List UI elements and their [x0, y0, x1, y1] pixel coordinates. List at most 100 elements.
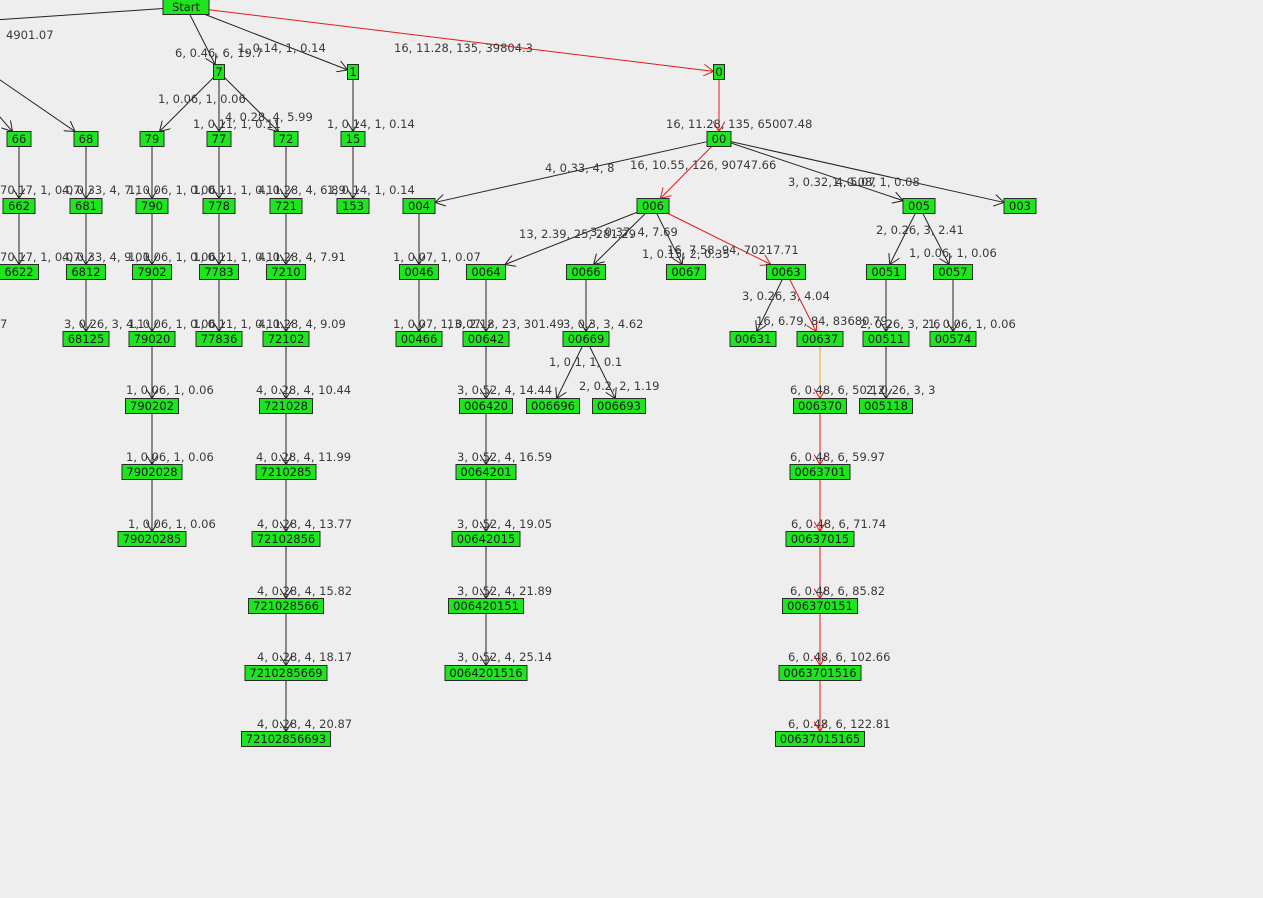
node-0063[interactable]: 0063 — [766, 264, 806, 280]
node-006696[interactable]: 006696 — [526, 398, 580, 414]
node-box — [862, 331, 910, 347]
node-721028[interactable]: 721028 — [259, 398, 313, 414]
node-72102856[interactable]: 72102856 — [251, 531, 321, 547]
node-0063701[interactable]: 0063701 — [789, 464, 851, 480]
node-00631[interactable]: 00631 — [729, 331, 777, 347]
edge-label: 2, 0.26, 3, 2.6 — [860, 317, 940, 331]
node-66[interactable]: 66 — [6, 131, 32, 147]
node-label: 77836 — [201, 332, 238, 346]
edge-label: 1, 0.06, 1, 0.06 — [128, 183, 216, 197]
node-0051[interactable]: 0051 — [866, 264, 906, 280]
node-7210285669[interactable]: 7210285669 — [244, 665, 328, 681]
edge-label: 6, 0.48, 6, 122.81 — [788, 717, 890, 731]
node-004[interactable]: 004 — [402, 198, 436, 214]
node-box — [1003, 198, 1037, 214]
node-box — [0, 264, 39, 280]
node-68[interactable]: 68 — [73, 131, 99, 147]
node-00637[interactable]: 00637 — [796, 331, 844, 347]
node-79020[interactable]: 79020 — [128, 331, 176, 347]
edge-label: 2, 0.26, 3, 2.41 — [876, 223, 964, 237]
node-0057[interactable]: 0057 — [933, 264, 973, 280]
node-box — [778, 665, 862, 681]
node-box — [766, 264, 806, 280]
node-681[interactable]: 681 — [69, 198, 103, 214]
node-79020285[interactable]: 79020285 — [117, 531, 187, 547]
node-006693[interactable]: 006693 — [592, 398, 646, 414]
node-00642015[interactable]: 00642015 — [451, 531, 521, 547]
node-0064201[interactable]: 0064201 — [455, 464, 517, 480]
node-box — [933, 264, 973, 280]
node-0[interactable]: 0 — [713, 64, 725, 80]
node-7783[interactable]: 7783 — [199, 264, 239, 280]
nodes-layer: Start 7 1 0 66 68 79 77 72 15 00 662 681 790 778 721 153… — [0, 0, 1037, 747]
node-6812[interactable]: 6812 — [66, 264, 106, 280]
edge-label: 1, 0.06, 1, 0.06 — [126, 383, 214, 397]
node-790202[interactable]: 790202 — [125, 398, 179, 414]
edge-label: 4, 0.28, 4, 18.17 — [257, 650, 352, 664]
edge-00-to-005 — [730, 142, 903, 201]
node-box — [562, 331, 610, 347]
node-72102856693[interactable]: 72102856693 — [241, 731, 331, 747]
node-7[interactable]: 7 — [213, 64, 225, 80]
node-15[interactable]: 15 — [340, 131, 366, 147]
node-72[interactable]: 72 — [273, 131, 299, 147]
node-721[interactable]: 721 — [269, 198, 303, 214]
node-00466[interactable]: 00466 — [395, 331, 443, 347]
node-0064[interactable]: 0064 — [466, 264, 506, 280]
edge-label: 2, 0.2, 2, 1.19 — [579, 379, 659, 393]
node-box — [162, 0, 210, 15]
node-006370[interactable]: 006370 — [793, 398, 847, 414]
node-label: 15 — [346, 132, 361, 146]
edge-label: 6, 0.48, 6, 71.74 — [791, 517, 886, 531]
node-0067[interactable]: 0067 — [666, 264, 706, 280]
node-006420151[interactable]: 006420151 — [448, 598, 524, 614]
node-00637015[interactable]: 00637015 — [785, 531, 855, 547]
node-00637015165[interactable]: 00637015165 — [775, 731, 865, 747]
node-label: 0066 — [571, 265, 600, 279]
node-0063701516[interactable]: 0063701516 — [778, 665, 862, 681]
node-00642[interactable]: 00642 — [462, 331, 510, 347]
edge-005-to-0057 — [922, 213, 949, 265]
node-start[interactable]: Start — [162, 0, 210, 15]
node-00[interactable]: 00 — [706, 131, 732, 147]
node-790[interactable]: 790 — [135, 198, 169, 214]
node-005118[interactable]: 005118 — [859, 398, 913, 414]
node-label: 0064 — [471, 265, 500, 279]
edge-006-to-0064 — [505, 211, 638, 264]
node-006370151[interactable]: 006370151 — [782, 598, 858, 614]
node-662[interactable]: 662 — [2, 198, 36, 214]
node-7902028[interactable]: 7902028 — [121, 464, 183, 480]
node-box — [793, 398, 847, 414]
node-006420[interactable]: 006420 — [459, 398, 513, 414]
node-7902[interactable]: 7902 — [132, 264, 172, 280]
node-label: 79020285 — [123, 532, 182, 546]
node-72102[interactable]: 72102 — [262, 331, 310, 347]
node-0066[interactable]: 0066 — [566, 264, 606, 280]
node-0046[interactable]: 0046 — [399, 264, 439, 280]
node-006[interactable]: 006 — [636, 198, 670, 214]
node-1[interactable]: 1 — [347, 64, 359, 80]
node-005[interactable]: 005 — [902, 198, 936, 214]
node-77836[interactable]: 77836 — [195, 331, 243, 347]
node-79[interactable]: 79 — [139, 131, 165, 147]
node-721028566[interactable]: 721028566 — [248, 598, 324, 614]
node-77[interactable]: 77 — [206, 131, 232, 147]
node-7210285[interactable]: 7210285 — [255, 464, 317, 480]
node-label: 00642 — [468, 332, 505, 346]
node-00511[interactable]: 00511 — [862, 331, 910, 347]
node-label: 005 — [908, 199, 930, 213]
node-box — [929, 331, 977, 347]
node-00574[interactable]: 00574 — [929, 331, 977, 347]
node-003[interactable]: 003 — [1003, 198, 1037, 214]
node-00669[interactable]: 00669 — [562, 331, 610, 347]
node-153[interactable]: 153 — [336, 198, 370, 214]
node-6622[interactable]: 6622 — [0, 264, 39, 280]
node-68125[interactable]: 68125 — [62, 331, 110, 347]
node-778[interactable]: 778 — [202, 198, 236, 214]
node-label: 790 — [141, 199, 163, 213]
edge-label: 1, 0.08, 1, 0.08 — [832, 175, 920, 189]
node-7210[interactable]: 7210 — [266, 264, 306, 280]
edge-label: 1, 0.11, 1, 0.11 — [193, 317, 281, 331]
node-0064201516[interactable]: 0064201516 — [444, 665, 528, 681]
node-label: 778 — [208, 199, 230, 213]
